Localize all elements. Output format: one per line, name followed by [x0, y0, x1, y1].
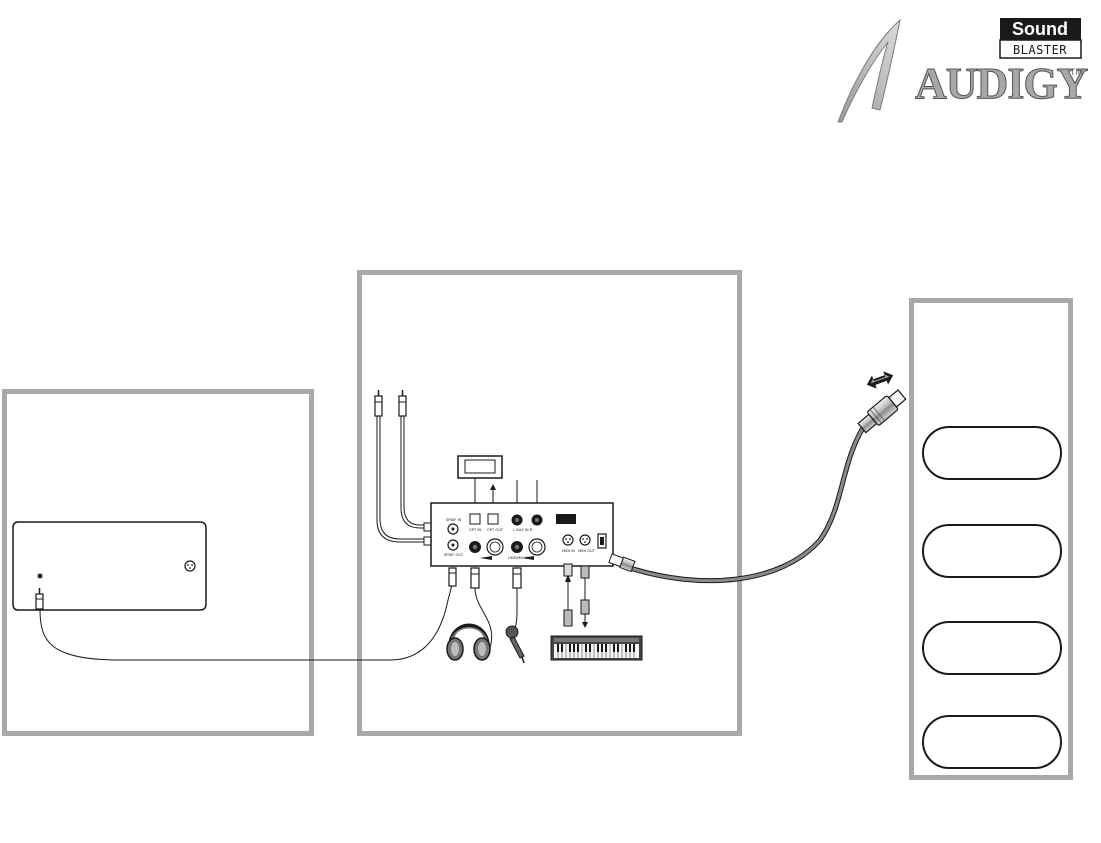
- logo-blaster-text: BLASTER: [1013, 43, 1067, 57]
- midi-keyboard-icon: [550, 635, 643, 661]
- rca-plug-right: [398, 390, 407, 417]
- label-aux-in: L AUX IN R: [513, 528, 533, 532]
- center-panel: [357, 270, 742, 736]
- mic-plug: [512, 567, 522, 589]
- audigy-drive-bay: SPDIF IN SPDIF OUT OPT IN OPT OUT L AUX …: [374, 390, 643, 664]
- right-panel-slot-3: [922, 621, 1062, 675]
- label-spdif-out: SPDIF OUT: [444, 553, 464, 557]
- right-panel-slot-1: [922, 426, 1062, 480]
- right-panel-slot-2: [922, 524, 1062, 578]
- logo-sound-text: Sound: [1012, 19, 1068, 39]
- ir-window: [556, 514, 576, 524]
- label-spdif-in: SPDIF IN: [446, 518, 462, 522]
- midi-in-cable: [563, 563, 573, 627]
- cable-plug-bay-end: [608, 553, 636, 573]
- sound-blaster-audigy-logo: Sound BLASTER AUDIGY TM: [837, 18, 1089, 123]
- label-opt-out: OPT OUT: [487, 528, 504, 532]
- headphone-plug: [470, 567, 480, 589]
- microphone-icon: [505, 625, 525, 664]
- midi-out-cable: [580, 565, 590, 628]
- label-opt-in: OPT IN: [469, 528, 481, 532]
- right-panel: [909, 298, 1073, 780]
- logo-audigy-text: AUDIGY: [915, 59, 1088, 108]
- label-midi-in: MIDI IN: [562, 549, 575, 553]
- label-line-mic-in: LINE/MIC IN: [508, 556, 529, 560]
- bidirectional-arrow-icon: [866, 371, 894, 389]
- label-midi-out: MIDI OUT: [578, 549, 596, 553]
- headphones-icon: [446, 623, 491, 661]
- left-panel: [2, 389, 314, 736]
- rca-plug-left: [374, 390, 383, 417]
- spdif-out-plug: [448, 567, 457, 587]
- external-device: [12, 521, 207, 611]
- connection-cable: [608, 418, 871, 584]
- device-input-jack: [37, 573, 43, 579]
- usb-connector-icon: [857, 389, 907, 434]
- spdif-out-cable: [39, 584, 453, 661]
- device-din-port-icon: [184, 560, 196, 572]
- right-panel-slot-4: [922, 715, 1062, 769]
- logo-tm-text: TM: [1070, 67, 1083, 77]
